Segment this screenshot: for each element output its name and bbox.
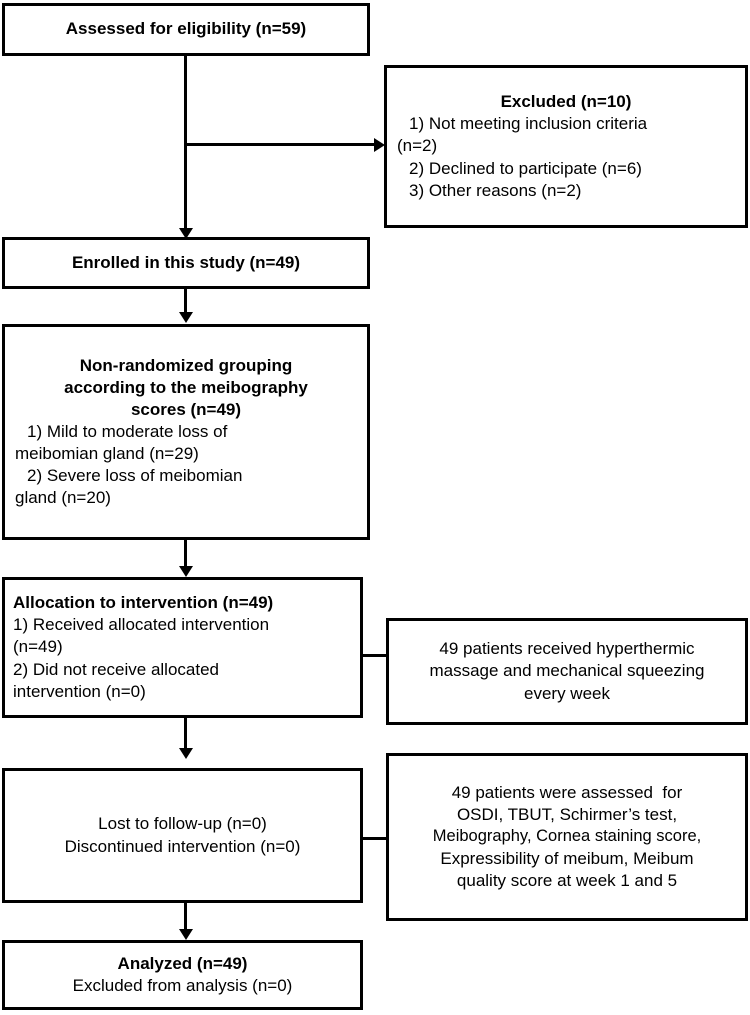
assessment-line-4: Expressibility of meibum, Meibum [440, 848, 694, 868]
enrolled-line-1: Enrolled in this study (n=49) [71, 252, 301, 272]
allocation-line-4: 2) Did not receive allocated [13, 659, 220, 679]
allocation-line-3: (n=49) [13, 637, 63, 657]
grouping-line-5: meibomian gland (n=29) [15, 444, 199, 464]
connector-followup-to-analyzed-line [184, 903, 187, 931]
grouping-line-4: 1) Mild to moderate loss of [27, 421, 228, 441]
followup-line-1: Lost to follow-up (n=0) [98, 814, 267, 834]
connector-allocation-to-followup-arrowhead [178, 748, 193, 759]
node-analyzed[interactable]: Analyzed (n=49) Excluded from analysis (… [2, 940, 363, 1010]
assessment-line-1: 49 patients were assessed for [451, 783, 683, 803]
connector-followup-to-assessment-line [360, 837, 387, 840]
connector-allocation-to-followup-line [184, 718, 187, 750]
connector-followup-to-analyzed-arrowhead [178, 929, 193, 940]
allocation-line-5: intervention (n=0) [13, 681, 146, 701]
allocation-line-2: 1) Received allocated intervention [13, 615, 270, 635]
node-outcome-assessment[interactable]: 49 patients were assessed for OSDI, TBUT… [386, 753, 748, 921]
grouping-line-3: scores (n=49) [130, 399, 242, 419]
analyzed-line-1: Analyzed (n=49) [117, 953, 248, 973]
grouping-line-1: Non-randomized grouping [79, 355, 293, 375]
connector-enrolled-to-grouping-line [184, 288, 187, 314]
excluded-line-3: (n=2) [397, 136, 438, 156]
treatment-line-3: every week [524, 683, 610, 703]
connector-grouping-to-allocation-arrowhead [178, 566, 193, 577]
connector-assessed-to-excluded-arrowhead [374, 137, 385, 152]
excluded-line-4: 2) Declined to participate (n=6) [409, 158, 642, 178]
grouping-line-6: 2) Severe loss of meibomian [27, 466, 243, 486]
node-allocation-to-intervention[interactable]: Allocation to intervention (n=49) 1) Rec… [2, 577, 363, 718]
node-excluded[interactable]: Excluded (n=10) 1) Not meeting inclusion… [384, 65, 748, 228]
connector-enrolled-to-grouping-arrowhead [178, 312, 193, 323]
assessment-line-2: OSDI, TBUT, Schirmer’s test, [456, 805, 678, 825]
treatment-line-1: 49 patients received hyperthermic [439, 639, 695, 659]
assessment-line-3: Meibography, Cornea staining score, [432, 827, 702, 846]
assessment-line-5: quality score at week 1 and 5 [456, 870, 678, 890]
treatment-line-2: massage and mechanical squeezing [429, 661, 705, 681]
excluded-line-2: 1) Not meeting inclusion criteria [409, 114, 648, 134]
grouping-line-7: gland (n=20) [15, 488, 111, 508]
grouping-line-2: according to the meibography [64, 377, 308, 397]
allocation-line-1: Allocation to intervention (n=49) [13, 593, 274, 613]
assessed-line-1: Assessed for eligibility (n=59) [65, 19, 307, 39]
connector-assessed-to-enrolled-arrowhead [178, 228, 193, 239]
connector-assessed-to-excluded-line [184, 143, 376, 146]
node-follow-up[interactable]: Lost to follow-up (n=0) Discontinued int… [2, 768, 363, 903]
followup-line-2: Discontinued intervention (n=0) [64, 836, 301, 856]
excluded-line-1: Excluded (n=10) [500, 92, 632, 112]
node-non-randomized-grouping[interactable]: Non-randomized grouping according to the… [2, 324, 370, 540]
node-enrolled-in-study[interactable]: Enrolled in this study (n=49) [2, 237, 370, 289]
analyzed-line-2: Excluded from analysis (n=0) [72, 976, 293, 995]
connector-grouping-to-allocation-line [184, 540, 187, 568]
node-assessed-for-eligibility[interactable]: Assessed for eligibility (n=59) [2, 3, 370, 56]
excluded-line-5: 3) Other reasons (n=2) [409, 180, 582, 200]
connector-allocation-to-treatment-line [360, 654, 387, 657]
node-treatment-received[interactable]: 49 patients received hyperthermic massag… [386, 618, 748, 725]
